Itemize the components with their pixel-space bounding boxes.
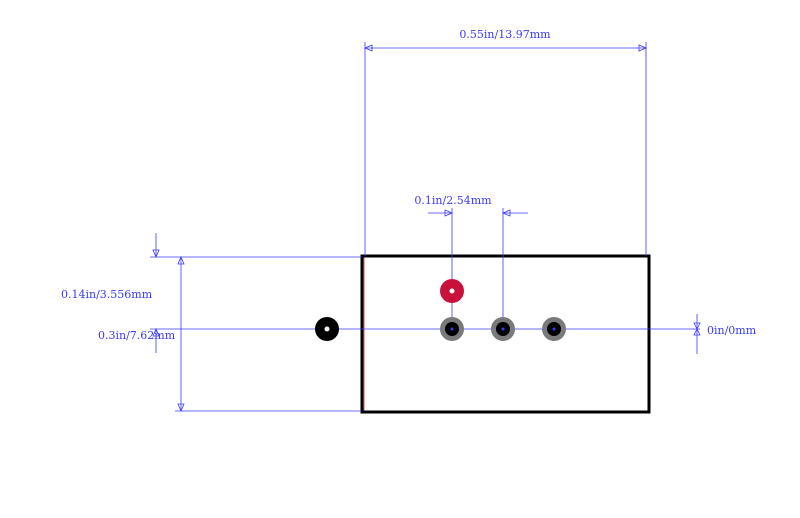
pad-3	[491, 317, 515, 341]
zero-arrow-top	[693, 322, 701, 330]
ref-pad	[315, 317, 339, 341]
offset-arrow-bottom	[152, 327, 160, 337]
zero-arrow-bottom	[693, 328, 701, 336]
dimension-labels: 0.55in/13.97mm 0.1in/2.54mm 0.14in/3.556…	[61, 28, 757, 342]
outline-rect	[360, 254, 651, 414]
width-label: 0.55in/13.97mm	[459, 28, 551, 41]
height-arrow-bottom	[177, 403, 185, 413]
width-arrow-left	[363, 44, 373, 52]
pitch-arrow-right	[501, 209, 511, 217]
width-arrow-right	[638, 44, 648, 52]
pitch-arrow-left	[444, 209, 454, 217]
dimension-lines	[150, 42, 701, 413]
pads	[315, 279, 566, 341]
offset-label: 0.14in/3.556mm	[61, 288, 153, 301]
height-arrow-top	[177, 255, 185, 265]
pad-2	[440, 317, 464, 341]
height-label: 0.3in/7.62mm	[98, 329, 176, 342]
pad-4	[542, 317, 566, 341]
pitch-label: 0.1in/2.54mm	[414, 194, 492, 207]
offset-arrow-top	[152, 249, 160, 259]
component-outline	[360, 254, 651, 414]
pin1-pad	[440, 279, 464, 303]
zero-label: 0in/0mm	[707, 324, 757, 337]
